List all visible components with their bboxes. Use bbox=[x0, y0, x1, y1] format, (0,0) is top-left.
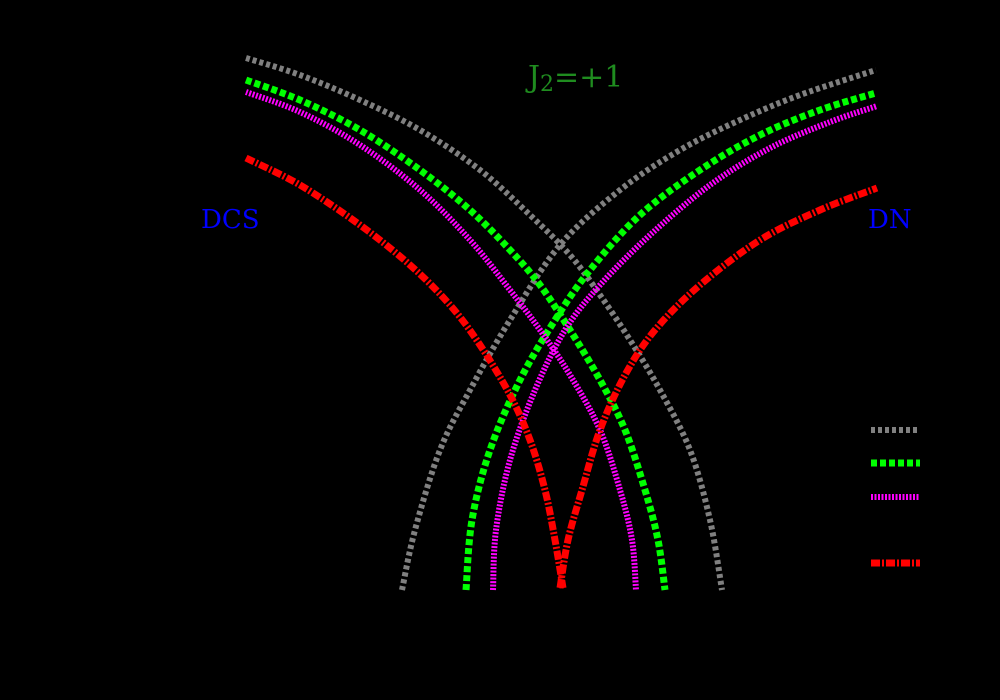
series-line-magenta-DN bbox=[490, 103, 878, 591]
series-line-red-DCS bbox=[244, 154, 567, 589]
legend bbox=[871, 427, 920, 567]
annotation-dcs: DCS bbox=[201, 205, 260, 235]
series-line-green-DCS bbox=[244, 76, 669, 591]
series-line-green-DN bbox=[462, 89, 878, 591]
annotation-dn: DN bbox=[868, 205, 912, 235]
series-line-red-DN bbox=[556, 184, 879, 589]
series-line-gray-DN bbox=[399, 67, 877, 591]
series-line-gray-DCS bbox=[245, 55, 725, 591]
chart-title: J2=+1 bbox=[528, 60, 624, 97]
series-layer bbox=[244, 55, 879, 591]
